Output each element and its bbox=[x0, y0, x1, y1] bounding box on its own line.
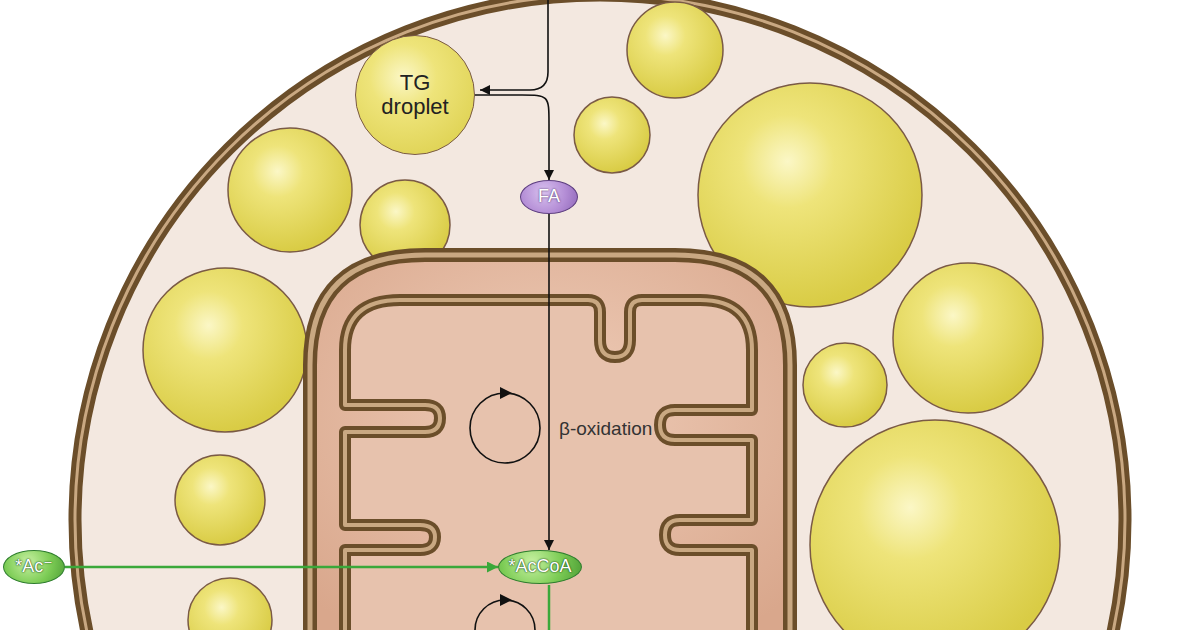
tca-line bbox=[548, 585, 551, 630]
node-label: TG droplet bbox=[373, 71, 457, 119]
uptake-arrow bbox=[480, 0, 548, 90]
lipid-droplet bbox=[803, 343, 887, 427]
cycle-arrows bbox=[470, 387, 540, 630]
lipid-droplet bbox=[175, 455, 265, 545]
cell bbox=[75, 0, 1125, 630]
cycle-arrowhead bbox=[500, 594, 512, 606]
lipid-droplets bbox=[143, 2, 1060, 630]
lipid-droplet bbox=[188, 578, 272, 630]
cycle-circle bbox=[470, 393, 540, 463]
lipid-droplet bbox=[810, 420, 1060, 630]
acetate-oval: *Ac⁻ bbox=[3, 550, 65, 584]
lipid-droplet bbox=[574, 97, 650, 173]
outer-membrane bbox=[310, 255, 790, 630]
pathway-label: β-oxidation bbox=[559, 418, 652, 440]
lipid-droplet: TG droplet bbox=[355, 35, 475, 155]
node-label: FA bbox=[538, 187, 560, 207]
lipid-droplet bbox=[228, 128, 352, 252]
cell-membrane-inner bbox=[75, 0, 1125, 630]
lipid-droplet bbox=[143, 268, 307, 432]
flow-arrow bbox=[475, 95, 549, 180]
flow-arrow bbox=[548, 214, 550, 550]
cell-membrane bbox=[75, 0, 1125, 630]
lipid-droplet bbox=[893, 263, 1043, 413]
outer-membrane-inner bbox=[310, 255, 790, 630]
acetyl-coa-oval: *AcCoA bbox=[498, 550, 582, 584]
cycle-arrowhead bbox=[500, 387, 512, 399]
mitochondrion bbox=[310, 255, 790, 630]
cycle-circle bbox=[475, 600, 535, 630]
node-label: *AcCoA bbox=[508, 557, 571, 577]
flow-arrow bbox=[65, 566, 498, 569]
node-label: *Ac⁻ bbox=[15, 557, 53, 577]
fatty-acid-oval: FA bbox=[520, 180, 578, 214]
lipid-droplet bbox=[627, 2, 723, 98]
